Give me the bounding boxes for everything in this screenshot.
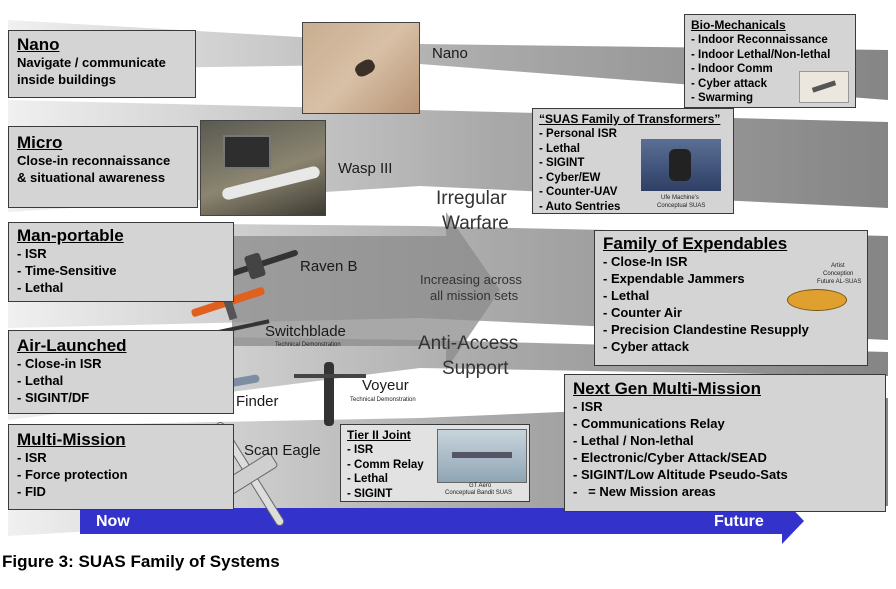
nano-box: Nano Navigate / communicate inside build… — [8, 30, 196, 98]
micro-box: Micro Close-in reconnaissance & situatio… — [8, 126, 198, 208]
warfare-text: Warfare — [442, 213, 509, 234]
manportable-box: Man-portable ISR Time-Sensitive Lethal — [8, 222, 234, 302]
gt-caption-2: Conceptual Bandit SUAS — [445, 490, 513, 496]
nano-drone-photo — [302, 22, 420, 114]
manportable-title: Man-portable — [17, 226, 124, 245]
increasing-text: Increasing across — [420, 272, 522, 287]
manportable-item: ISR — [17, 245, 225, 262]
manportable-item: Time-Sensitive — [17, 262, 225, 279]
ufe-caption: Ufe Machine's — [661, 195, 699, 201]
expendables-item: Cyber attack — [603, 338, 859, 355]
anti-access-text: Anti-Access — [418, 333, 519, 354]
micro-title: Micro — [17, 133, 63, 152]
manportable-item: Lethal — [17, 279, 225, 296]
artist-caption-2: Conception — [823, 271, 854, 277]
scaneagle-label: Scan Eagle — [244, 442, 321, 459]
expendable-drone-icon — [787, 289, 847, 311]
tier2-item: ISR — [347, 443, 523, 458]
wedge-band — [8, 20, 888, 100]
switchblade-tech-demo: Technical Demonstration — [275, 342, 341, 348]
biomech-item: Cyber attack — [691, 77, 849, 92]
ufe-caption-2: Conceptual SUAS — [657, 203, 706, 209]
transformer-drone-photo — [641, 139, 721, 191]
nextgen-title: Next Gen Multi-Mission — [573, 379, 761, 398]
biomech-item: Indoor Comm — [691, 62, 849, 77]
tier2-item: Lethal — [347, 472, 523, 487]
transformers-item: SIGINT — [539, 156, 727, 171]
voyeur-label: Voyeur — [362, 377, 409, 394]
nextgen-item: SIGINT/Low Altitude Pseudo-Sats — [573, 466, 877, 483]
transformers-box: “SUAS Family of Transformers” Personal I… — [532, 108, 734, 214]
tier2-item: SIGINT — [347, 487, 523, 502]
expendables-title: Family of Expendables — [603, 234, 788, 253]
micro-line: Close-in reconnaissance — [17, 153, 171, 168]
laptop-icon — [223, 135, 271, 169]
airlaunched-title: Air-Launched — [17, 336, 127, 355]
figure-caption: Figure 3: SUAS Family of Systems — [2, 552, 280, 571]
airlaunched-item: Close-in ISR — [17, 355, 225, 372]
multimission-item: ISR — [17, 449, 225, 466]
tier2-box: Tier II Joint ISR Comm Relay Lethal SIGI… — [340, 424, 530, 502]
biomech-bird-icon — [799, 71, 849, 103]
nextgen-item: ISR — [573, 398, 877, 415]
multimission-box: Multi-Mission ISR Force protection FID — [8, 424, 234, 510]
support-text: Support — [442, 358, 509, 379]
transformers-item: Personal ISR — [539, 127, 727, 142]
gt-aero-photo — [437, 429, 527, 483]
biomech-item: Indoor Lethal/Non-lethal — [691, 48, 849, 63]
nano-drone-icon — [352, 56, 378, 80]
wasp-label: Wasp III — [338, 160, 393, 177]
nano-line: inside buildings — [17, 72, 116, 87]
raven-label: Raven B — [300, 258, 358, 275]
switchblade-label: Switchblade — [265, 323, 346, 340]
finder-label: Finder — [236, 393, 279, 410]
expendables-item: Lethal — [603, 287, 859, 304]
nextgen-item: Communications Relay — [573, 415, 877, 432]
micro-line: & situational awareness — [17, 170, 166, 185]
expendables-item: Close-In ISR — [603, 253, 859, 270]
multimission-title: Multi-Mission — [17, 430, 126, 449]
airlaunched-box: Air-Launched Close-in ISR Lethal SIGINT/… — [8, 330, 234, 414]
transformers-item: Counter-UAV — [539, 185, 727, 200]
transformers-item: Auto Sentries — [539, 200, 727, 215]
wasp-drone-icon — [221, 165, 321, 201]
expendables-item: Precision Clandestine Resupply — [603, 321, 859, 338]
nextgen-item: Electronic/Cyber Attack/SEAD — [573, 449, 877, 466]
nano-label: Nano — [432, 45, 468, 62]
gt-caption: GT Aero — [469, 483, 492, 489]
transformers-item: Cyber/EW — [539, 171, 727, 186]
biomech-item: Indoor Reconnaissance — [691, 33, 849, 48]
nano-line: Navigate / communicate — [17, 55, 166, 70]
voyeur-drone-icon — [294, 362, 366, 426]
tier2-item: Comm Relay — [347, 458, 523, 473]
wasp-drone-photo — [200, 120, 326, 216]
biomech-item: Swarming — [691, 91, 849, 106]
nextgen-box: Next Gen Multi-Mission ISR Communication… — [564, 374, 886, 512]
center-arrow — [232, 212, 500, 370]
expendables-box: Family of Expendables Close-In ISR Expen… — [594, 230, 868, 366]
multimission-item: Force protection — [17, 466, 225, 483]
tier2-title: Tier II Joint — [347, 428, 411, 442]
voyeur-tech-demo: Technical Demonstration — [350, 397, 416, 403]
biomech-box: Bio-Mechanicals Indoor Reconnaissance In… — [684, 14, 856, 108]
airlaunched-item: Lethal — [17, 372, 225, 389]
expendables-item: Expendable Jammers — [603, 270, 859, 287]
nextgen-item: Lethal / Non-lethal — [573, 432, 877, 449]
allmission-text: all mission sets — [430, 288, 519, 303]
transformers-title: “SUAS Family of Transformers” — [539, 112, 721, 126]
multimission-item: FID — [17, 483, 225, 500]
artist-caption: Artist — [831, 263, 845, 269]
airlaunched-item: SIGINT/DF — [17, 389, 225, 406]
nano-title: Nano — [17, 35, 60, 54]
timeline-now: Now — [96, 513, 130, 530]
biomech-title: Bio-Mechanicals — [691, 18, 786, 32]
irregular-text: Irregular — [436, 188, 507, 209]
expendables-item: Counter Air — [603, 304, 859, 321]
timeline-future: Future — [714, 513, 764, 530]
artist-caption-3: Future AL-SUAS — [817, 279, 862, 285]
transformers-item: Lethal — [539, 142, 727, 157]
nextgen-item: = New Mission areas — [573, 483, 877, 500]
